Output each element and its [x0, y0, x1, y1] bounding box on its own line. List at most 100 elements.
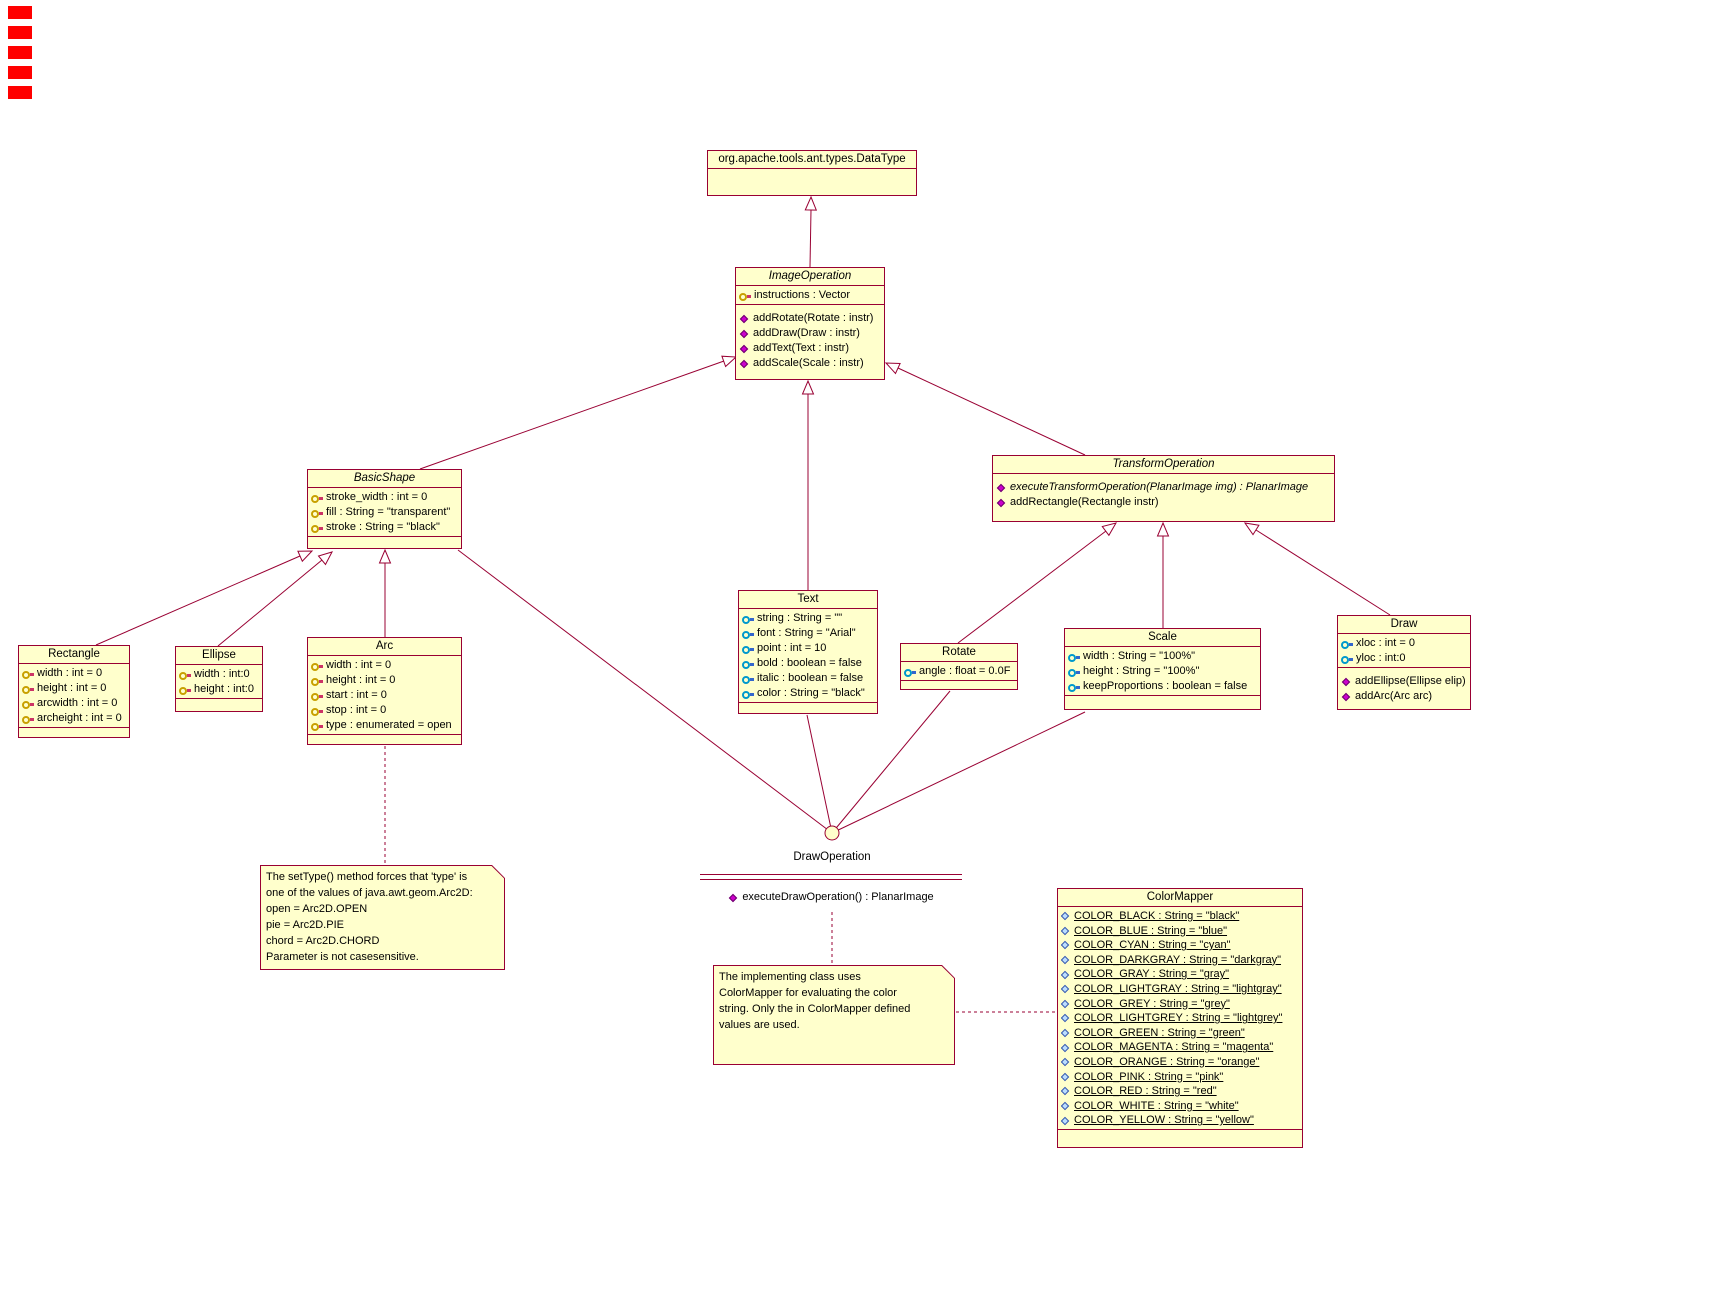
- attribute-text: COLOR_WHITE : String = "white": [1074, 1099, 1239, 1112]
- private-method-icon: [996, 483, 1006, 492]
- attribute-text: COLOR_MAGENTA : String = "magenta": [1074, 1041, 1274, 1054]
- class-title: Ellipse: [176, 647, 262, 665]
- class-text[interactable]: Text string : String = "" font : String …: [738, 590, 878, 714]
- generalization-lines: [95, 209, 1391, 647]
- protected-attribute-icon: [311, 721, 323, 731]
- class-imageoperation[interactable]: ImageOperation instructions : Vector add…: [735, 267, 885, 380]
- attribute-text: COLOR_RED : String = "red": [1074, 1085, 1217, 1098]
- attribute-text: bold : boolean = false: [757, 657, 862, 669]
- note-text: The setType() method forces that 'type' …: [266, 871, 473, 963]
- protected-attribute-icon: [22, 669, 34, 679]
- static-attribute-icon: [1061, 1057, 1070, 1067]
- empty-compartment: [708, 169, 916, 195]
- note-arc-settype[interactable]: The setType() method forces that 'type' …: [260, 865, 505, 970]
- static-attribute-icon: [1061, 955, 1070, 965]
- attributes-compartment: xloc : int = 0 yloc : int:0: [1338, 634, 1470, 667]
- method-row: addDraw(Draw : instr): [739, 326, 882, 341]
- attribute-text: COLOR_GREY : String = "grey": [1074, 997, 1230, 1010]
- protected-attribute-icon: [22, 699, 34, 709]
- attribute-text: COLOR_ORANGE : String = "orange": [1074, 1055, 1260, 1068]
- class-arc[interactable]: Arc width : int = 0 height : int = 0 sta…: [307, 637, 462, 745]
- public-attribute-icon: [742, 629, 754, 639]
- public-attribute-icon: [1068, 667, 1080, 677]
- attribute-row: stroke : String = "black": [311, 520, 459, 535]
- attribute-text: fill : String = "transparent": [326, 506, 451, 518]
- class-datatype[interactable]: org.apache.tools.ant.types.DataType: [707, 150, 917, 196]
- public-attribute-icon: [742, 659, 754, 669]
- private-method-icon: [1341, 677, 1351, 686]
- attribute-row: height : int = 0: [22, 681, 127, 696]
- attribute-row: arcwidth : int = 0: [22, 696, 127, 711]
- class-title: ColorMapper: [1058, 889, 1302, 907]
- method-text: executeDrawOperation() : PlanarImage: [742, 891, 934, 903]
- private-method-icon: [729, 893, 738, 902]
- method-row: executeTransformOperation(PlanarImage im…: [996, 480, 1332, 495]
- note-anchor-lines: [384, 746, 1056, 1013]
- attribute-row: keepProportions : boolean = false: [1068, 679, 1258, 694]
- static-attribute-icon: [1061, 1028, 1070, 1038]
- attribute-text: font : String = "Arial": [757, 627, 856, 639]
- attribute-text: color : String = "black": [757, 687, 865, 699]
- class-basicshape[interactable]: BasicShape stroke_width : int = 0 fill :…: [307, 469, 462, 549]
- attribute-text: COLOR_BLUE : String = "blue": [1074, 924, 1228, 937]
- attributes-compartment: width : int = 0 height : int = 0 start :…: [308, 656, 461, 734]
- class-transformoperation[interactable]: TransformOperation executeTransformOpera…: [992, 455, 1335, 522]
- attribute-text: width : int = 0: [37, 667, 103, 679]
- public-attribute-icon: [742, 674, 754, 684]
- class-colormapper[interactable]: ColorMapper COLOR_BLACK : String = "blac…: [1057, 888, 1303, 1148]
- attributes-compartment: width : int = 0 height : int = 0 arcwidt…: [19, 664, 129, 727]
- method-text: executeTransformOperation(PlanarImage im…: [1010, 481, 1309, 493]
- method-row: addArc(Arc arc): [1341, 689, 1468, 704]
- attribute-text: height : int = 0: [37, 682, 107, 694]
- protected-attribute-icon: [311, 508, 323, 518]
- attribute-row: COLOR_RED : String = "red": [1061, 1084, 1300, 1099]
- class-rotate[interactable]: Rotate angle : float = 0.0F: [900, 643, 1018, 690]
- attribute-row: type : enumerated = open: [311, 718, 459, 733]
- attribute-text: stop : int = 0: [326, 704, 387, 716]
- note-colormapper-usage[interactable]: The implementing class uses ColorMapper …: [713, 965, 955, 1065]
- public-attribute-icon: [742, 689, 754, 699]
- class-draw[interactable]: Draw xloc : int = 0 yloc : int:0 addElli…: [1337, 615, 1471, 710]
- public-attribute-icon: [904, 667, 916, 677]
- attribute-row: string : String = "": [742, 611, 875, 626]
- method-text: addDraw(Draw : instr): [753, 327, 860, 339]
- method-text: addRectangle(Rectangle instr): [1010, 496, 1159, 508]
- attribute-row: COLOR_GREEN : String = "green": [1061, 1026, 1300, 1041]
- attribute-text: width : int = 0: [326, 659, 392, 671]
- static-attribute-icon: [1061, 999, 1070, 1009]
- attributes-compartment: stroke_width : int = 0 fill : String = "…: [308, 488, 461, 536]
- static-attribute-icon: [1061, 1087, 1070, 1096]
- red-artifact-mark: [8, 66, 32, 79]
- attribute-text: COLOR_YELLOW : String = "yellow": [1074, 1114, 1254, 1127]
- class-ellipse[interactable]: Ellipse width : int:0 height : int:0: [175, 646, 263, 712]
- methods-compartment: addRotate(Rotate : instr) addDraw(Draw :…: [736, 304, 884, 379]
- class-scale[interactable]: Scale width : String = "100%" height : S…: [1064, 628, 1261, 710]
- method-row: addText(Text : instr): [739, 341, 882, 356]
- class-title: Rotate: [901, 644, 1017, 662]
- static-attribute-icon: [1061, 985, 1070, 994]
- attribute-row: COLOR_LIGHTGRAY : String = "lightgray": [1061, 982, 1300, 997]
- class-title: ImageOperation: [736, 268, 884, 286]
- attribute-row: COLOR_WHITE : String = "white": [1061, 1099, 1300, 1114]
- note-fold-corner: [942, 965, 955, 978]
- attribute-row: archeight : int = 0: [22, 711, 127, 726]
- protected-attribute-icon: [311, 493, 323, 503]
- attribute-text: stroke_width : int = 0: [326, 491, 428, 503]
- attribute-row: height : int = 0: [311, 673, 459, 688]
- protected-attribute-icon: [739, 291, 751, 301]
- red-artifact-mark: [8, 26, 32, 39]
- drawoperation-interface-circle[interactable]: [824, 825, 840, 841]
- class-rectangle[interactable]: Rectangle width : int = 0 height : int =…: [18, 645, 130, 738]
- attribute-text: COLOR_LIGHTGRAY : String = "lightgray": [1074, 982, 1282, 995]
- private-method-icon: [996, 498, 1006, 507]
- attribute-row: COLOR_BLUE : String = "blue": [1061, 924, 1300, 939]
- attribute-row: height : String = "100%": [1068, 664, 1258, 679]
- attribute-text: COLOR_GREEN : String = "green": [1074, 1026, 1245, 1039]
- static-attribute-icon: [1061, 1101, 1070, 1111]
- attribute-row: width : String = "100%": [1068, 649, 1258, 664]
- attribute-text: COLOR_GRAY : String = "gray": [1074, 968, 1230, 981]
- attribute-text: width : int:0: [194, 668, 250, 680]
- static-attribute-icon: [1061, 1116, 1070, 1125]
- class-title: BasicShape: [308, 470, 461, 488]
